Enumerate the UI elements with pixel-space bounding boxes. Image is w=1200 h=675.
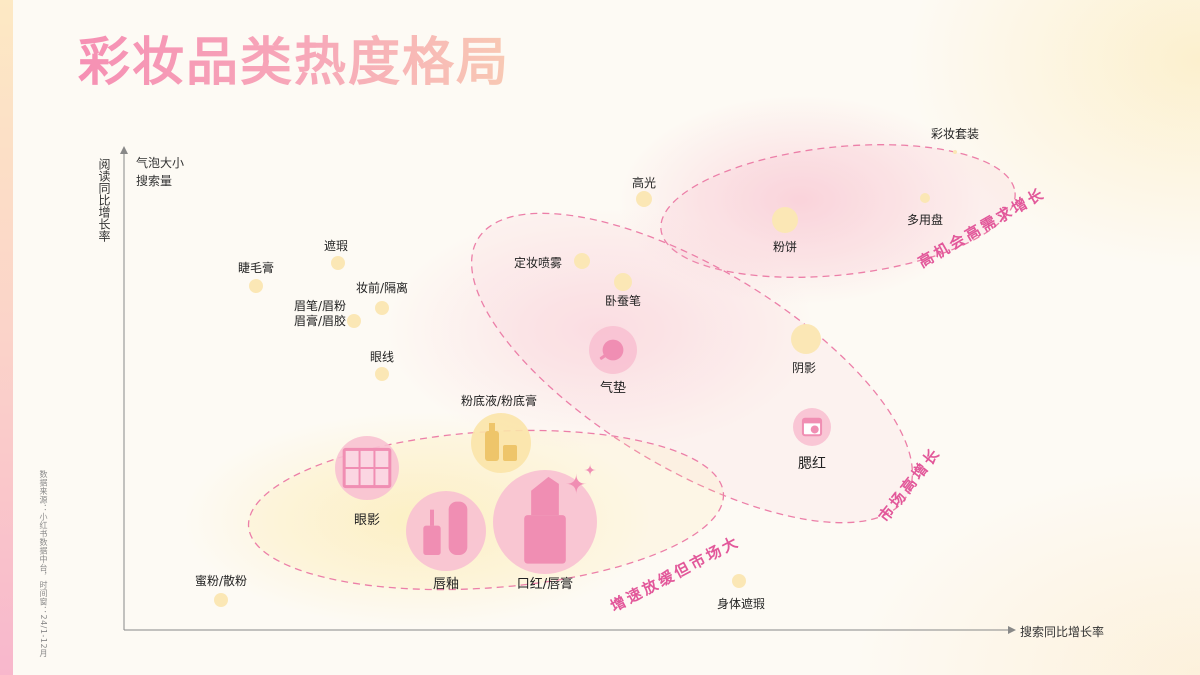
cushion-compact-icon — [599, 339, 624, 361]
bubble-circle — [214, 593, 228, 607]
bubble-label: 定妆喷雾 — [514, 255, 562, 270]
bubble-7: 气垫 — [589, 326, 637, 396]
bubble-circle — [574, 253, 590, 269]
legend-line-1: 气泡大小 — [136, 155, 184, 170]
blush-palette-icon — [801, 417, 823, 437]
bubble-5: 卧蚕笔 — [605, 273, 641, 308]
bubble-12: 眉笔/眉粉眉膏/眉胶 — [294, 298, 361, 328]
page-title: 彩妆品类热度格局 — [78, 28, 510, 98]
bubble-11: 妆前/隔离 — [356, 280, 408, 315]
left-accent-strip — [0, 0, 13, 675]
bubble-15: 眼影 — [335, 436, 399, 528]
x-axis-label: 搜索同比增长率 — [1020, 624, 1104, 639]
bubble-3: 高光 — [632, 175, 656, 207]
foundation-bottle-icon — [485, 423, 517, 461]
bubble-4: 定妆喷雾 — [514, 253, 590, 270]
bubble-label: 遮瑕 — [324, 238, 348, 253]
bubble-label: 眼线 — [370, 350, 394, 364]
bubble-14: 粉底液/粉底膏 — [461, 393, 537, 473]
bubble-label: 口红/唇膏 — [517, 576, 573, 592]
bubble-13: 眼线 — [370, 350, 394, 381]
eyeshadow-palette-icon — [342, 447, 392, 489]
bubble-circle — [920, 193, 930, 203]
bubble-circle — [953, 150, 957, 154]
bubble-16: 唇釉 — [406, 491, 486, 592]
axes — [120, 146, 1016, 634]
bubble-label: 腮红 — [798, 456, 826, 472]
bubble-18: 身体遮瑕 — [717, 574, 765, 611]
bubble-label: 多用盘 — [907, 212, 943, 227]
legend-line-2: 搜索量 — [136, 173, 172, 188]
bubble-label: 妆前/隔离 — [356, 280, 408, 295]
bubble-circle — [331, 256, 345, 270]
bubble-label: 眼影 — [354, 513, 380, 528]
bubble-2: 粉饼 — [772, 207, 798, 254]
bubble-label: 粉底液/粉底膏 — [461, 393, 537, 408]
bubble-circle — [732, 574, 746, 588]
bubble-circle — [636, 191, 652, 207]
bubble-label: 唇釉 — [433, 577, 459, 592]
bubble-label: 身体遮瑕 — [717, 596, 765, 611]
data-source-note: 数据来源：小红书数据中台，时间窗：24/1-12月 — [39, 470, 48, 658]
bubble-label: 彩妆套装 — [931, 127, 979, 141]
bubble-label: 睫毛膏 — [238, 260, 274, 275]
bubble-label: 气垫 — [600, 380, 626, 396]
bubble-circle — [406, 491, 486, 571]
bubble-circle — [375, 301, 389, 315]
bubble-label: 阴影 — [792, 361, 816, 375]
lipstick-icon — [524, 463, 597, 564]
y-axis-label: 阅读同比增长率 — [97, 158, 111, 242]
bubble-circle — [347, 314, 361, 328]
bubble-0: 彩妆套装 — [931, 127, 979, 154]
bubble-10: 睫毛膏 — [238, 260, 274, 293]
bubble-8: 腮红 — [793, 408, 831, 472]
lip-gloss-icon — [423, 501, 468, 555]
group-regions — [247, 144, 1016, 591]
bubble-circle — [772, 207, 798, 233]
bubble-label: 蜜粉/散粉 — [195, 573, 247, 588]
bubble-circle — [375, 367, 389, 381]
bubble-circle — [249, 279, 263, 293]
bubble-label: 眉笔/眉粉眉膏/眉胶 — [294, 298, 346, 328]
bubble-label: 粉饼 — [773, 240, 797, 254]
bubble-6: 阴影 — [791, 324, 821, 375]
bubble-circle — [614, 273, 632, 291]
bubble-circle — [791, 324, 821, 354]
bubble-circle — [471, 413, 531, 473]
bubble-label: 卧蚕笔 — [605, 293, 641, 308]
bubble-19: 蜜粉/散粉 — [195, 573, 247, 607]
group-region-high-opportunity — [660, 144, 1016, 278]
bubble-17: 口红/唇膏 — [493, 463, 597, 592]
group-region-market-growth — [470, 212, 914, 524]
bubble-9: 遮瑕 — [324, 238, 348, 270]
bubble-1: 多用盘 — [907, 193, 943, 227]
bubble-label: 高光 — [632, 175, 656, 190]
